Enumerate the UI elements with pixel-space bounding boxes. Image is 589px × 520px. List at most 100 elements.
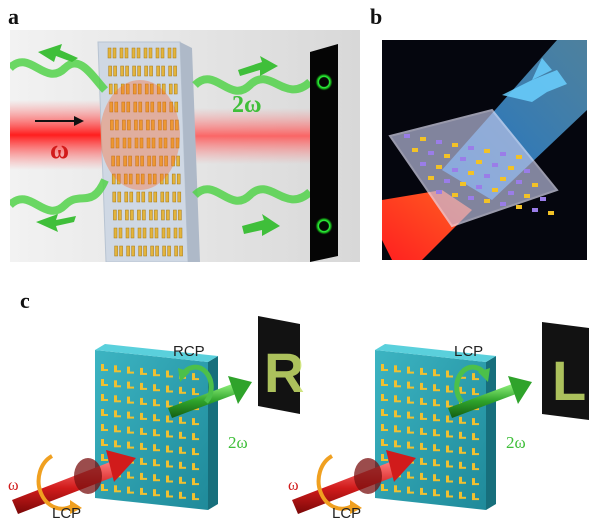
metasurface-plate xyxy=(388,108,559,228)
nanostructure xyxy=(484,149,490,153)
nanostructure xyxy=(148,47,153,59)
nanostructure xyxy=(130,401,134,404)
nanostructure xyxy=(173,227,178,239)
nanostructure-grid-right xyxy=(381,364,479,501)
harmonic-ribbon-right-top xyxy=(192,75,313,95)
nanostructure xyxy=(112,47,117,59)
nanostructure xyxy=(134,137,139,149)
nanostructure xyxy=(444,154,450,158)
nanostructure xyxy=(154,209,158,221)
hologram-letter-right: L xyxy=(552,349,586,412)
nanostructure xyxy=(143,432,147,435)
panel-label-b: b xyxy=(370,4,383,29)
nanostructure xyxy=(166,490,169,498)
nanostructure xyxy=(143,372,147,375)
nanostructure xyxy=(384,429,388,431)
nanostructure xyxy=(524,194,530,198)
nanostructure xyxy=(476,160,482,164)
nanostructure xyxy=(449,435,453,438)
nanostructure xyxy=(420,367,423,375)
panel-b-illustration xyxy=(382,40,587,260)
nanostructure xyxy=(114,410,117,418)
nanostructure xyxy=(166,475,169,483)
nanostructure xyxy=(407,486,410,494)
nanostructure xyxy=(433,474,436,482)
nanostructure xyxy=(472,418,475,426)
nanostructure xyxy=(500,177,506,181)
nanostructure xyxy=(166,460,169,468)
nanostructure xyxy=(152,155,156,167)
nanostructure xyxy=(108,83,113,95)
nanostructure xyxy=(156,65,160,77)
nanostructure xyxy=(101,424,104,431)
nanostructure xyxy=(169,101,174,113)
nanostructure xyxy=(164,173,169,185)
nanostructure xyxy=(475,423,479,426)
nanostructure xyxy=(446,460,449,468)
nanostructure xyxy=(173,65,177,77)
hologram-screen-right xyxy=(542,322,589,420)
nanostructure xyxy=(449,450,453,453)
nanostructure xyxy=(130,371,134,374)
nanostructure xyxy=(472,388,475,396)
nanostructure xyxy=(114,245,118,257)
nanostructure xyxy=(149,209,153,221)
nanostructure xyxy=(140,487,143,495)
nanostructure xyxy=(192,433,195,441)
nanostructure xyxy=(484,199,490,203)
nanostructure xyxy=(449,405,453,408)
nanostructure xyxy=(156,374,160,377)
nanostructure xyxy=(169,495,173,498)
nanostructure xyxy=(174,101,179,113)
nanostructure xyxy=(423,462,427,465)
nanostructure xyxy=(176,173,181,185)
nanostructure xyxy=(156,389,160,392)
pump-beam xyxy=(10,100,110,170)
nanostructure xyxy=(159,173,164,185)
nanostructure xyxy=(436,165,442,169)
nanostructure xyxy=(168,65,172,77)
nanostructure xyxy=(143,245,147,257)
nanostructure xyxy=(170,137,175,149)
nanostructure xyxy=(394,485,397,493)
nanostructure xyxy=(516,180,522,184)
nanostructure xyxy=(446,475,449,483)
nanostructure xyxy=(143,462,147,465)
nanostructure xyxy=(192,388,195,396)
green-arrow-right-top xyxy=(238,56,278,76)
nanostructure xyxy=(410,476,414,479)
nanostructure xyxy=(140,382,143,390)
nanostructure xyxy=(176,155,180,167)
nanostructure xyxy=(114,440,117,448)
nanostructure xyxy=(475,378,479,381)
nanostructure xyxy=(133,101,138,113)
nanostructure xyxy=(165,191,170,203)
nanostructure xyxy=(459,416,462,424)
nanostructure xyxy=(127,486,130,494)
nanostructure xyxy=(436,190,442,194)
nanostructure xyxy=(449,390,453,393)
nanostructure xyxy=(179,476,182,484)
nanostructure xyxy=(156,494,160,497)
second-harmonic-left: 2ω xyxy=(228,433,248,452)
nanostructure xyxy=(169,405,173,408)
nanostructure xyxy=(155,47,160,59)
nanostructure xyxy=(117,490,121,493)
nanostructure xyxy=(120,83,125,95)
nanostructure xyxy=(192,448,195,456)
nanostructure xyxy=(143,492,147,495)
nanostructure xyxy=(397,370,401,373)
nanostructure xyxy=(116,173,121,185)
nanostructure xyxy=(179,416,182,424)
nanostructure xyxy=(179,491,182,499)
nanostructure xyxy=(476,185,482,189)
nanostructure xyxy=(410,386,414,389)
nanostructure xyxy=(508,166,514,170)
nanostructure xyxy=(394,365,397,373)
nanostructure xyxy=(140,442,143,450)
nanostructure xyxy=(121,101,126,113)
nanostructure xyxy=(174,245,178,257)
nanostructure xyxy=(179,431,182,439)
nanostructure xyxy=(104,369,108,371)
nanostructure xyxy=(153,474,156,482)
